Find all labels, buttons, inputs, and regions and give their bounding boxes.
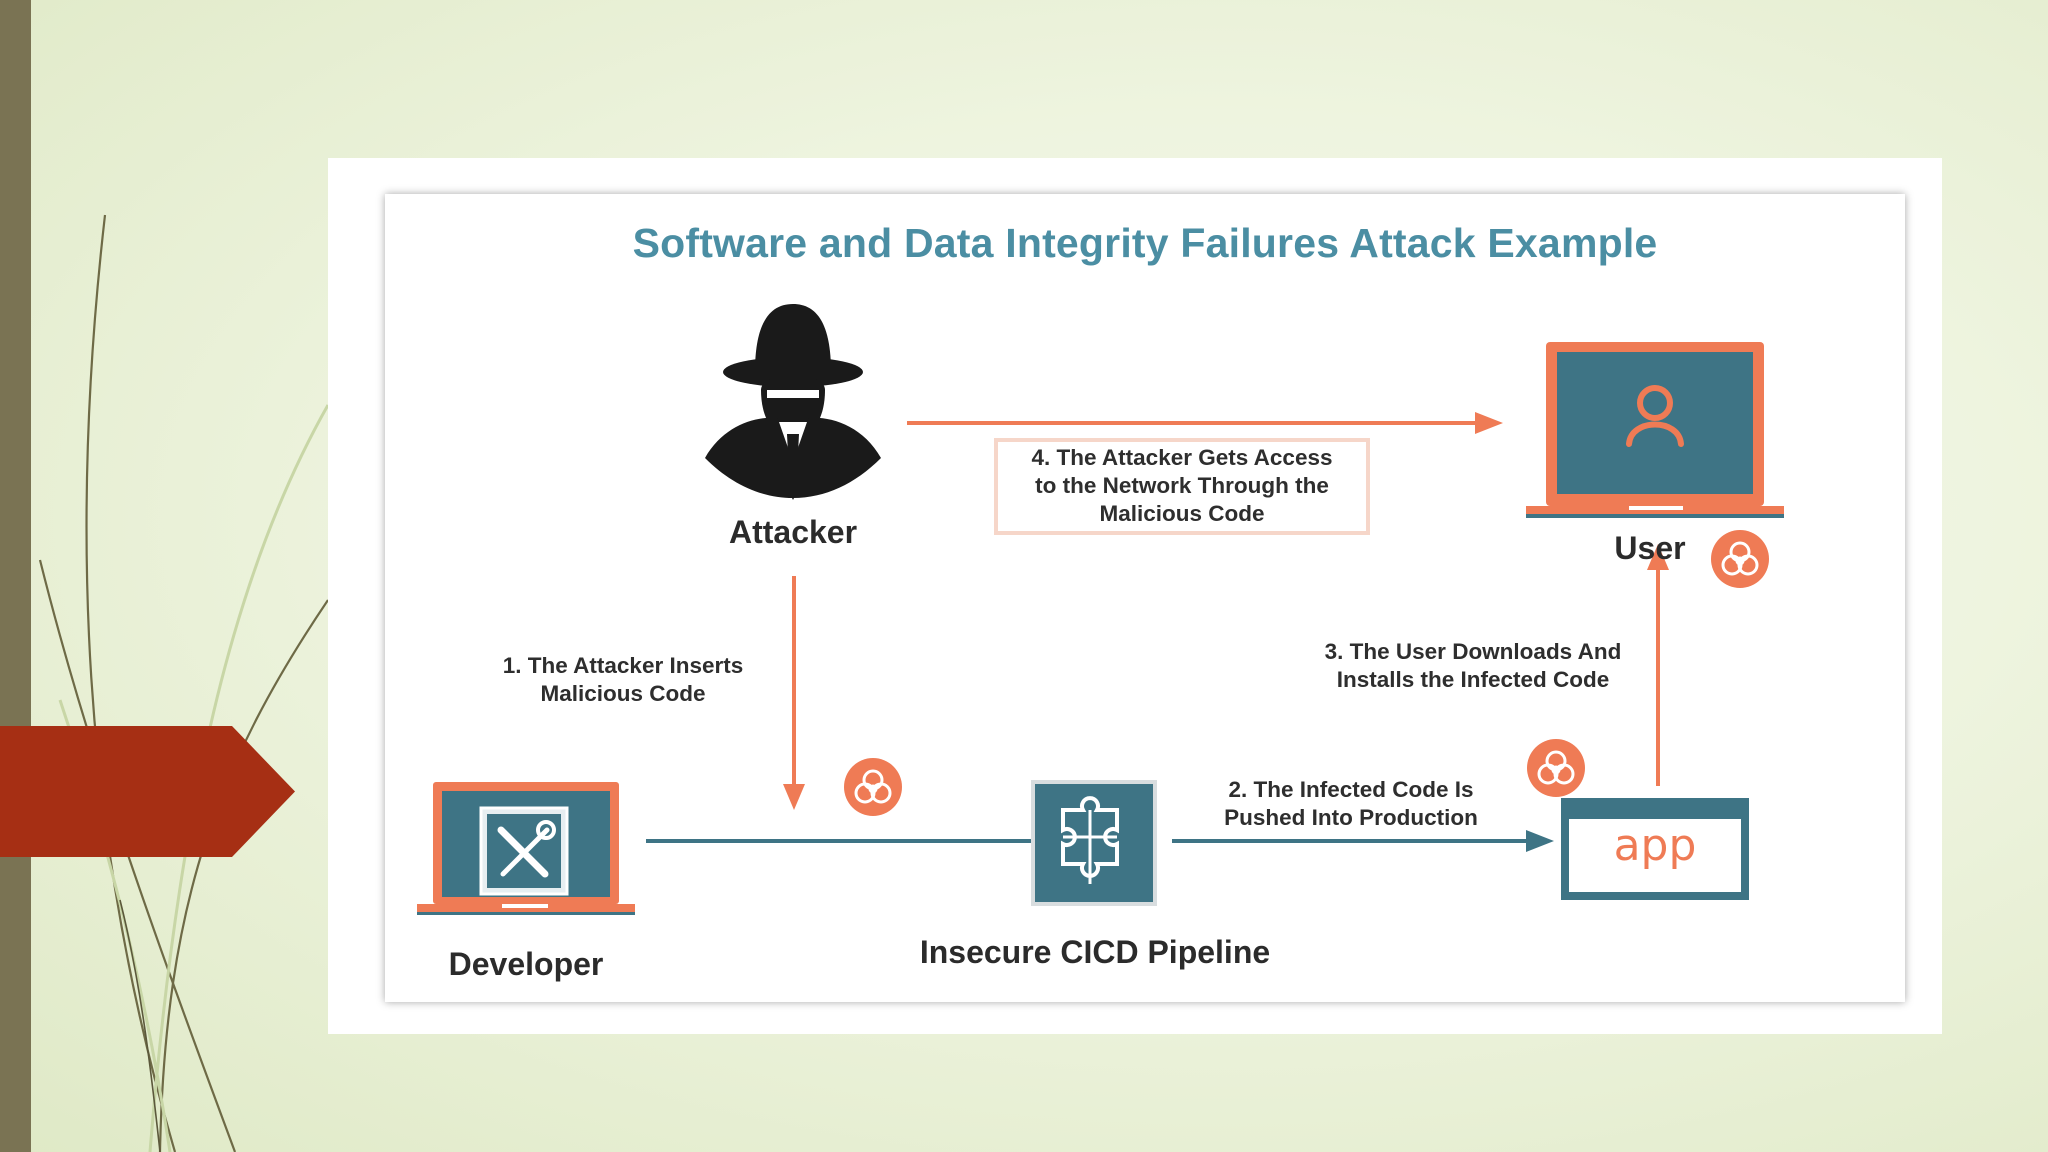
biohazard-icon	[1711, 530, 1769, 588]
developer-label: Developer	[448, 946, 604, 982]
step4-text: 4. The Attacker Gets Access to the Netwo…	[994, 444, 1370, 528]
puzzle-icon	[1031, 780, 1157, 906]
laptop-tools-icon	[417, 782, 635, 915]
diagram-arrows	[417, 304, 1784, 915]
biohazard-icon	[1527, 739, 1585, 797]
step1-line1: 1. The Attacker Inserts	[502, 653, 744, 678]
app-window-icon	[1561, 798, 1749, 900]
step2-line2: Pushed Into Production	[1224, 805, 1478, 830]
spy-icon	[705, 304, 881, 500]
step4-line1: 4. The Attacker Gets Access	[1031, 445, 1333, 470]
step1-text: 1. The Attacker Inserts Malicious Code	[473, 652, 773, 708]
diagram-card: Software and Data Integrity Failures Att…	[385, 194, 1905, 1002]
red-arrow-tab	[0, 726, 295, 857]
step3-line2: Installs the Infected Code	[1336, 667, 1610, 692]
step4-line3: Malicious Code	[1099, 501, 1265, 526]
arrowhead-pipeline-to-app	[1526, 830, 1554, 852]
biohazard-icon	[844, 758, 902, 816]
step3-text: 3. The User Downloads And Installs the I…	[1293, 638, 1653, 694]
laptop-user-icon	[1526, 342, 1784, 518]
step4-box	[994, 438, 1370, 535]
attacker-label: Attacker	[728, 514, 858, 550]
step1-line2: Malicious Code	[540, 681, 706, 706]
pipeline-label: Insecure CICD Pipeline	[919, 934, 1271, 970]
step2-text: 2. The Infected Code Is Pushed Into Prod…	[1182, 776, 1520, 832]
arrowhead-attacker-down	[783, 784, 805, 810]
arrowhead-app-to-user	[1647, 544, 1669, 570]
diagram-title: Software and Data Integrity Failures Att…	[632, 220, 1658, 266]
arrowhead-attacker-to-user	[1475, 412, 1503, 434]
left-decorative-band	[0, 0, 31, 1152]
app-label: app	[1613, 820, 1697, 871]
user-label: User	[1614, 530, 1686, 566]
step3-line1: 3. The User Downloads And	[1324, 639, 1622, 664]
step4-line2: to the Network Through the	[1035, 473, 1329, 498]
step2-line1: 2. The Infected Code Is	[1228, 777, 1474, 802]
grass-decoration	[38, 214, 330, 1152]
